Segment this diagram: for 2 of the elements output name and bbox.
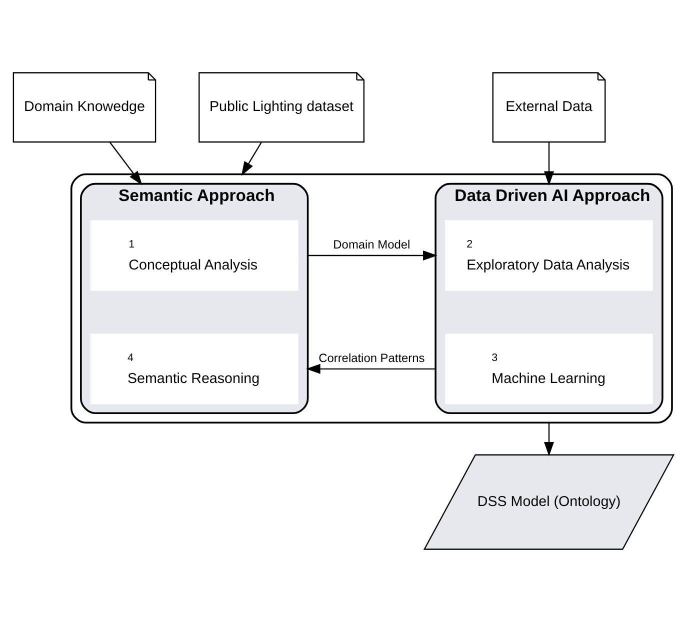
edge-label: Correlation Patterns [318,350,425,364]
edge-label: Domain Model [333,236,410,251]
